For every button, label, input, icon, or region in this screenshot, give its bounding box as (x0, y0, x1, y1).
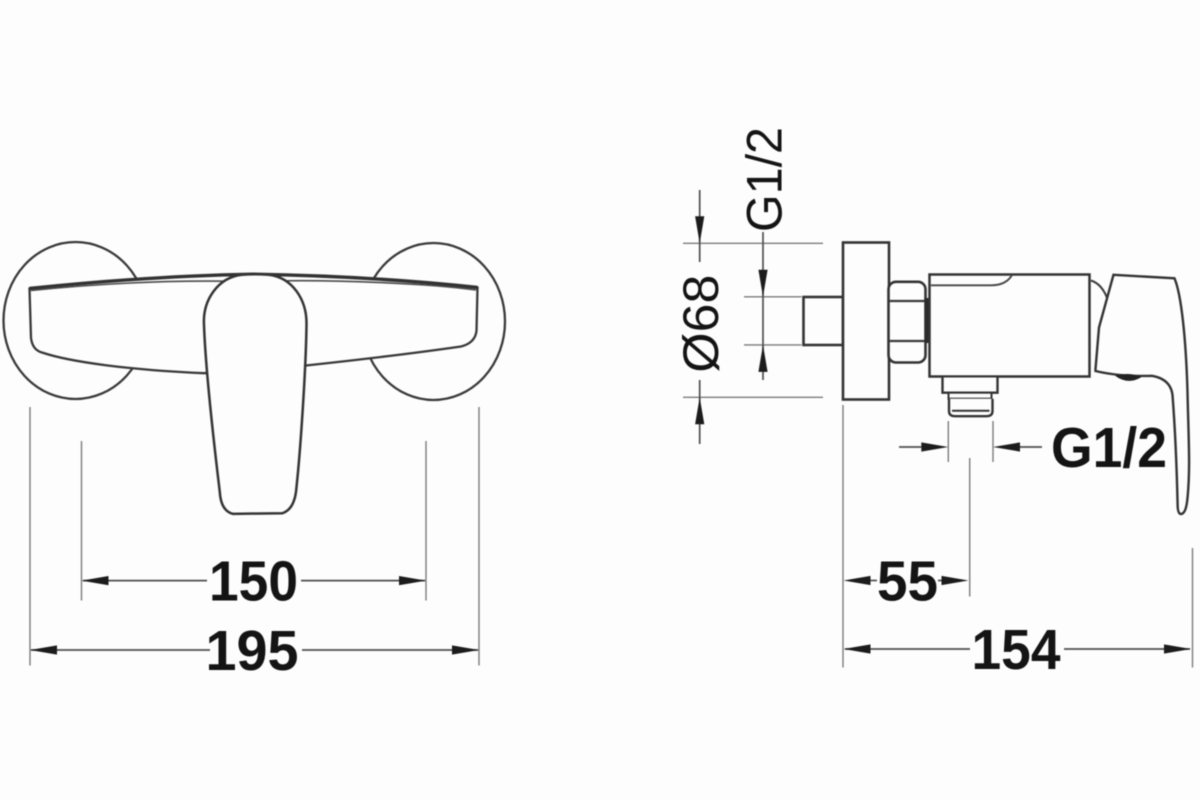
svg-text:G1/2: G1/2 (737, 127, 793, 232)
svg-text:154: 154 (972, 618, 1061, 682)
svg-text:Ø68: Ø68 (673, 275, 729, 373)
svg-text:195: 195 (206, 619, 299, 683)
svg-text:55: 55 (877, 549, 938, 613)
svg-text:150: 150 (209, 550, 298, 614)
svg-text:G1/2: G1/2 (1051, 416, 1167, 480)
